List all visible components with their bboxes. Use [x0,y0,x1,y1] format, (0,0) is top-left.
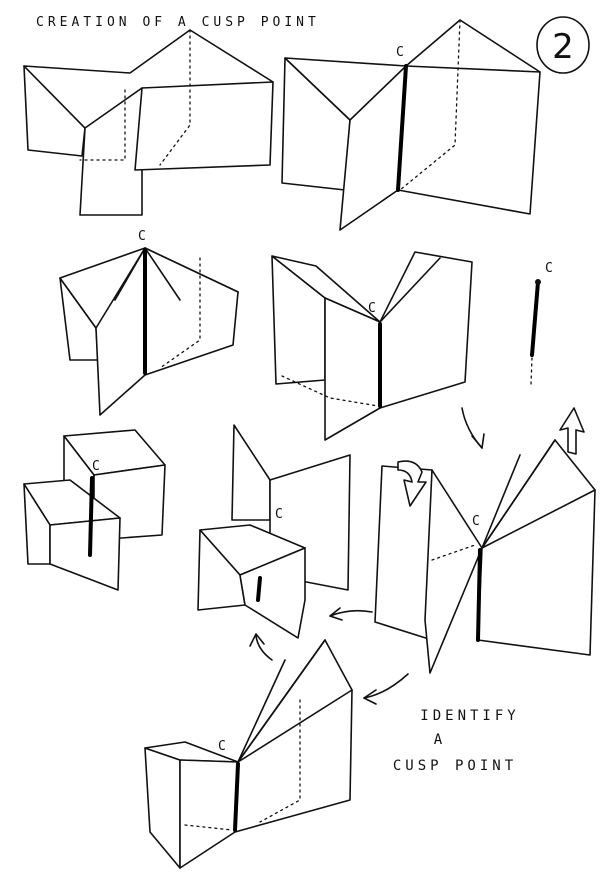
fig8-cusp-label: C [218,739,230,754]
figure-8: C [144,639,353,869]
fig8-crease-1 [237,659,286,763]
fig2-cusp-line [396,64,408,192]
fig7-cusp-line [476,548,482,642]
fig7-fold-down-arrow-icon [397,460,427,507]
fig8-front-panel [179,759,239,869]
fig5-cusp-label: C [92,459,104,474]
fig5-front-panel [49,517,121,591]
fig8-hidden-base [184,824,233,831]
caption: IDENTIFY A CUSP POINT [393,708,519,774]
fig7-cusp-label: C [472,514,484,529]
fig3-right-panel [144,247,239,376]
figure-1 [23,29,274,216]
fig2-cusp-label: C [396,45,408,60]
fig8-crease-2 [237,639,326,763]
fig6-back-left [231,424,271,521]
fig8-right-panel [234,639,353,833]
fig7-fold-up-arrow-icon [559,407,585,455]
fig7-right-panel [477,439,596,656]
figure-4: C [271,251,473,441]
sequence-arrows [249,407,485,705]
caption-line-2: A [434,732,446,748]
figure-5: C [23,429,166,591]
fig7-crease-3 [481,489,596,549]
fig6-front-panel [239,547,306,639]
caption-line-1: IDENTIFY [420,708,519,724]
fig1-top-face [23,29,274,129]
figure-3: C [59,229,239,416]
fig4-cusp-label: C [368,301,380,316]
arrow-fig7-to-fig8 [363,673,409,699]
figure-2: C [281,19,541,231]
arrow-fig7-to-fig6 [329,609,373,617]
fig4-crease [379,257,441,323]
cusp-segment-dotted [530,357,533,385]
fig3-crease-1 [114,247,146,301]
arrow-fig4-to-fig7-head [471,433,485,449]
fig1-front-panel [79,87,143,216]
fig7-crease-1 [481,454,521,549]
cusp-segment-label: C [545,261,557,276]
fig8-left-wing [144,747,181,869]
cusp-segment-point [535,279,541,285]
fig3-hidden-edge [159,257,201,369]
fig4-front-panel [324,297,381,441]
fig7-hidden-edge [431,544,476,561]
fig4-right-panel [379,251,473,409]
arrow-fig7-to-fig8-head [363,689,377,705]
fig5-cusp-line [88,476,94,557]
fig6-cusp-line [256,576,262,602]
arrow-fig4-to-fig7 [461,407,483,449]
fig3-crease-2 [144,247,181,301]
figure-6: C [197,424,351,639]
fig8-crease-3 [237,689,353,763]
fig1-right-panel [134,81,274,171]
page-number-badge: 2 [536,16,590,74]
arrow-fig8-to-fig6 [255,635,273,661]
fig3-cusp-label: C [138,229,150,244]
cusp-segment-line [530,280,540,357]
fig6-cusp-label: C [275,507,287,522]
figure-7: C [374,407,596,674]
page-number-circle [536,16,590,74]
arrow-fig8-to-fig6-head [249,633,265,647]
page-title: CREATION OF A CUSP POINT [36,15,320,30]
fig2-hidden-edge [399,19,461,191]
page-number-text: 2 [552,27,574,67]
fig4-hidden-base [281,375,379,407]
caption-line-3: CUSP POINT [393,758,517,774]
fig8-cusp-line [233,762,240,832]
fig7-crease-2 [481,439,556,549]
fig7-left-panel [374,465,433,641]
fig1-hidden-edge [159,29,191,166]
fig2-right-panel [397,65,541,215]
arrow-fig7-to-fig6-head [329,607,343,621]
fig7-front-panel [424,469,483,674]
cusp-segment-detail: C [530,261,557,385]
